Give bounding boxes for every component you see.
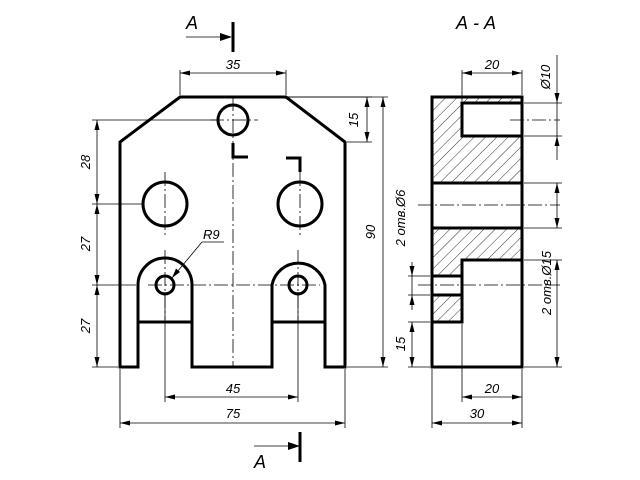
- front-view-outline: [118, 95, 347, 369]
- section-marker-top-label: А: [185, 13, 198, 33]
- section-marker-top: А: [185, 13, 235, 52]
- section-slot: [460, 101, 522, 138]
- section-marker-bottom: А: [253, 432, 302, 472]
- hatch-middle: [432, 228, 522, 276]
- dim-side-top-width: 20: [484, 57, 500, 72]
- section-step: [432, 258, 522, 324]
- dim-holes-15: 2 отв.Ø15: [539, 250, 554, 316]
- dim-overall-width: 75: [226, 406, 241, 421]
- cut-step-right: [286, 156, 302, 172]
- section-marker-bottom-label: А: [253, 452, 266, 472]
- dim-radius: R9: [203, 227, 220, 242]
- hatch-top: [432, 97, 522, 183]
- front-view: [118, 95, 347, 369]
- dim-side-overall-width: 30: [470, 406, 485, 421]
- section-marker-bottom-arrowhead: [288, 442, 300, 450]
- right-lug-outline: [270, 261, 327, 322]
- dim-row-bottom: 27: [78, 318, 93, 334]
- section-view-dimensions: 20 Ø10 2 отв.Ø6 2 отв.Ø15 15: [393, 55, 562, 428]
- cut-step-left: [231, 143, 248, 159]
- dim-inner-width: 45: [226, 381, 241, 396]
- dim-height: 90: [363, 224, 378, 239]
- section-marker-top-arrowhead: [220, 33, 232, 41]
- dim-row-middle: 27: [78, 236, 93, 252]
- dim-row-top: 28: [78, 154, 93, 170]
- dim-top-width: 35: [226, 57, 241, 72]
- dim-holes-6: 2 отв.Ø6: [393, 189, 408, 247]
- dim-side-bottom-height: 15: [393, 336, 408, 351]
- section-view: [418, 95, 560, 369]
- dim-chamfer-height: 15: [346, 112, 361, 127]
- hatch-lower: [432, 295, 462, 322]
- dim-side-bottom-width: 20: [484, 381, 500, 396]
- section-title: А - А: [455, 13, 496, 33]
- dim-diameter-10: Ø10: [538, 64, 553, 90]
- front-view-dimensions: 35 15 90 28 27 27 R9: [78, 57, 388, 428]
- section-outline: [430, 95, 524, 369]
